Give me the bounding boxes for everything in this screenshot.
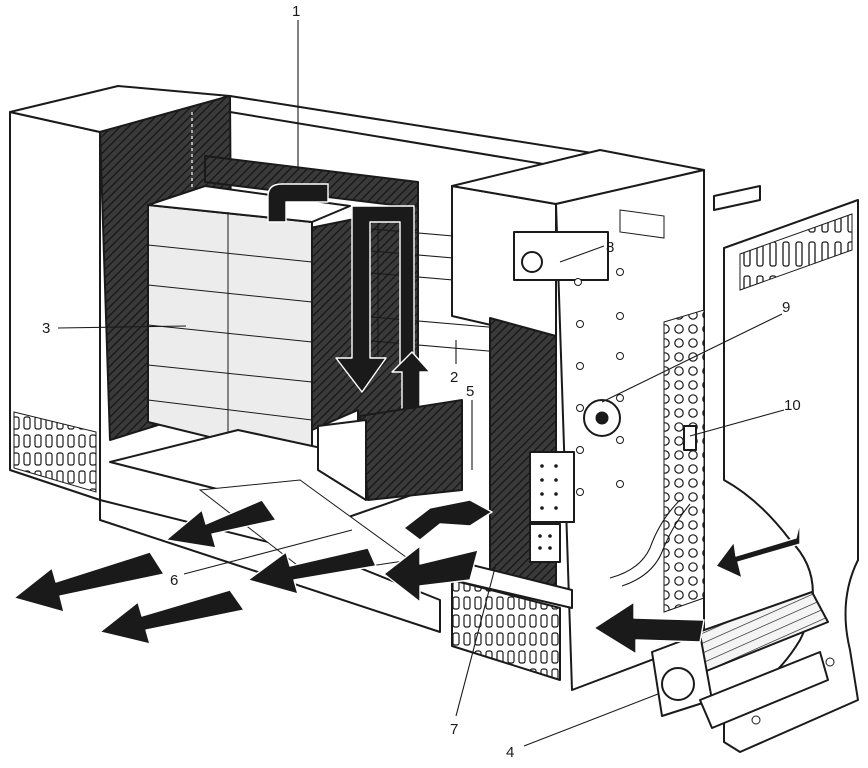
recirculation-arrow [383, 545, 479, 603]
inlet-arrow-fan [593, 601, 705, 655]
callout-4: 4 [506, 744, 514, 761]
outlet-arrow-2 [13, 551, 165, 613]
tangential-fan-assembly [651, 591, 829, 729]
callout-6: 6 [170, 572, 178, 589]
callout-labels: 1 2 3 4 5 6 7 8 9 10 [42, 3, 801, 761]
outlet-arrow-1 [165, 499, 277, 549]
thermostat-knob-icon [521, 251, 543, 273]
callout-1: 1 [292, 3, 300, 20]
control-case-vent-grille [451, 579, 561, 681]
terminal-block [529, 451, 575, 523]
outlet-arrow-4 [99, 589, 245, 645]
callout-3: 3 [42, 320, 50, 337]
mixing-arrow [403, 499, 493, 541]
internal-airflow-arrows [267, 183, 431, 421]
control-section [451, 149, 705, 691]
outlet-arrow-3 [247, 547, 377, 595]
callout-10: 10 [784, 397, 801, 414]
left-casing [9, 85, 231, 501]
downward-airflow-arrow [335, 205, 415, 393]
inlet-arrow-right [715, 521, 801, 579]
callout-5: 5 [466, 383, 474, 400]
callout-2: 2 [450, 369, 458, 386]
top-airflow-arrow [267, 183, 329, 223]
callout-9: 9 [782, 299, 790, 316]
leader-lines [57, 20, 785, 747]
fan-motor-icon [661, 667, 695, 701]
callout-7: 7 [450, 721, 458, 738]
storage-brick-core [147, 185, 359, 506]
callout-8: 8 [606, 239, 614, 256]
left-casing-vent-grille [13, 411, 97, 493]
switch-icon [683, 425, 697, 451]
panel-screws [574, 268, 624, 496]
external-airflow-arrows [13, 499, 801, 655]
